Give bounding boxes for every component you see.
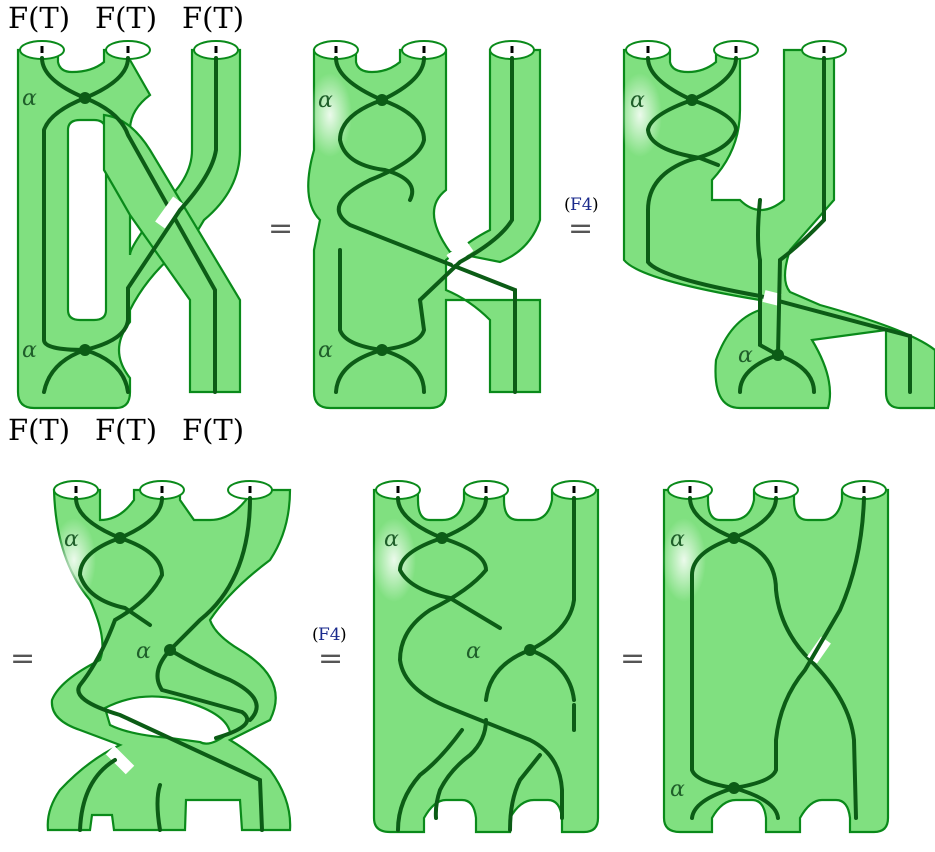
equals-sign-3: = (10, 641, 35, 676)
diagram-2: α α (308, 41, 540, 408)
alpha-label-4b: α (136, 639, 151, 664)
top-object-labels: F(T) F(T) F(T) (8, 1, 244, 35)
alpha-label-5b: α (466, 639, 481, 664)
alpha-label-4a: α (64, 527, 79, 552)
bottom-label-3: F(T) (182, 413, 244, 447)
equals-sign-2: = (568, 211, 593, 246)
equals-sign-f4-2: ( F4 ) = (312, 625, 347, 676)
alpha-label-1a: α (22, 86, 37, 111)
diagram-1: α α (18, 41, 240, 408)
top-label-1: F(T) (8, 1, 70, 35)
equals-sign-5: = (620, 641, 645, 676)
alpha-label-5a: α (384, 527, 399, 552)
top-label-3: F(T) (182, 1, 244, 35)
equals-sign-4: = (318, 641, 343, 676)
alpha-label-2b: α (318, 338, 333, 363)
alpha-label-6a: α (670, 527, 685, 552)
diagram-4: α α (48, 481, 290, 830)
alpha-label-3a: α (630, 88, 645, 113)
alpha-label-6b: α (670, 777, 685, 802)
bottom-label-1: F(T) (8, 413, 70, 447)
equals-sign-f4-1: ( F4 ) = (564, 195, 599, 246)
alpha-label-2a: α (318, 88, 333, 113)
equals-sign-1: = (268, 211, 293, 246)
alpha-label-1b: α (22, 338, 37, 363)
alpha-label-3b: α (738, 343, 753, 368)
diagram-6: α α (662, 481, 888, 832)
bottom-object-labels: F(T) F(T) F(T) (8, 413, 244, 447)
diagram-5: α α (372, 481, 598, 832)
diagram-3: α α (618, 41, 935, 408)
top-label-2: F(T) (95, 1, 157, 35)
bottom-label-2: F(T) (95, 413, 157, 447)
